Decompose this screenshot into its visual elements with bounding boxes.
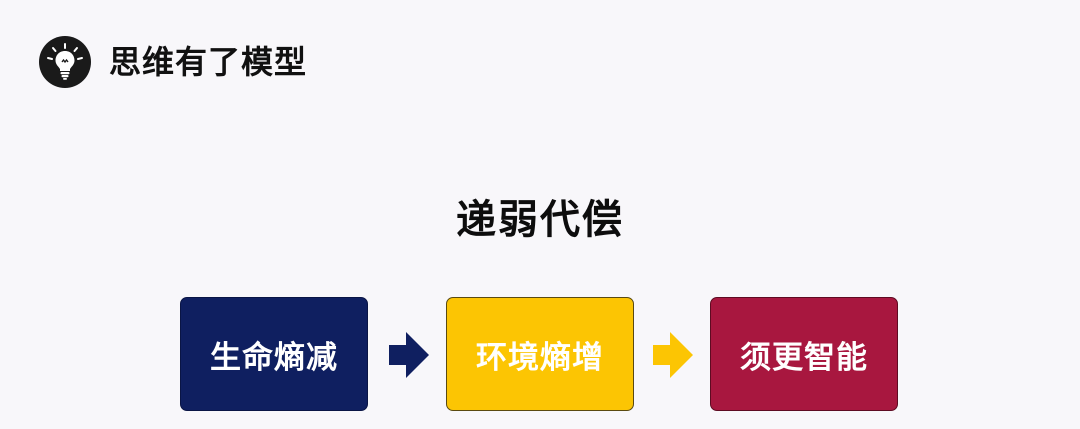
- arrow-right-icon: [653, 332, 693, 378]
- page-title: 思维有了模型: [109, 43, 308, 81]
- lightbulb-icon: [39, 36, 91, 88]
- diagram-title: 递弱代偿: [456, 197, 624, 243]
- step-box-2: 环境熵增: [446, 297, 634, 411]
- step-box-1: 生命熵减: [180, 297, 368, 411]
- arrow-right-icon: [389, 332, 429, 378]
- step-box-3: 须更智能: [710, 297, 898, 411]
